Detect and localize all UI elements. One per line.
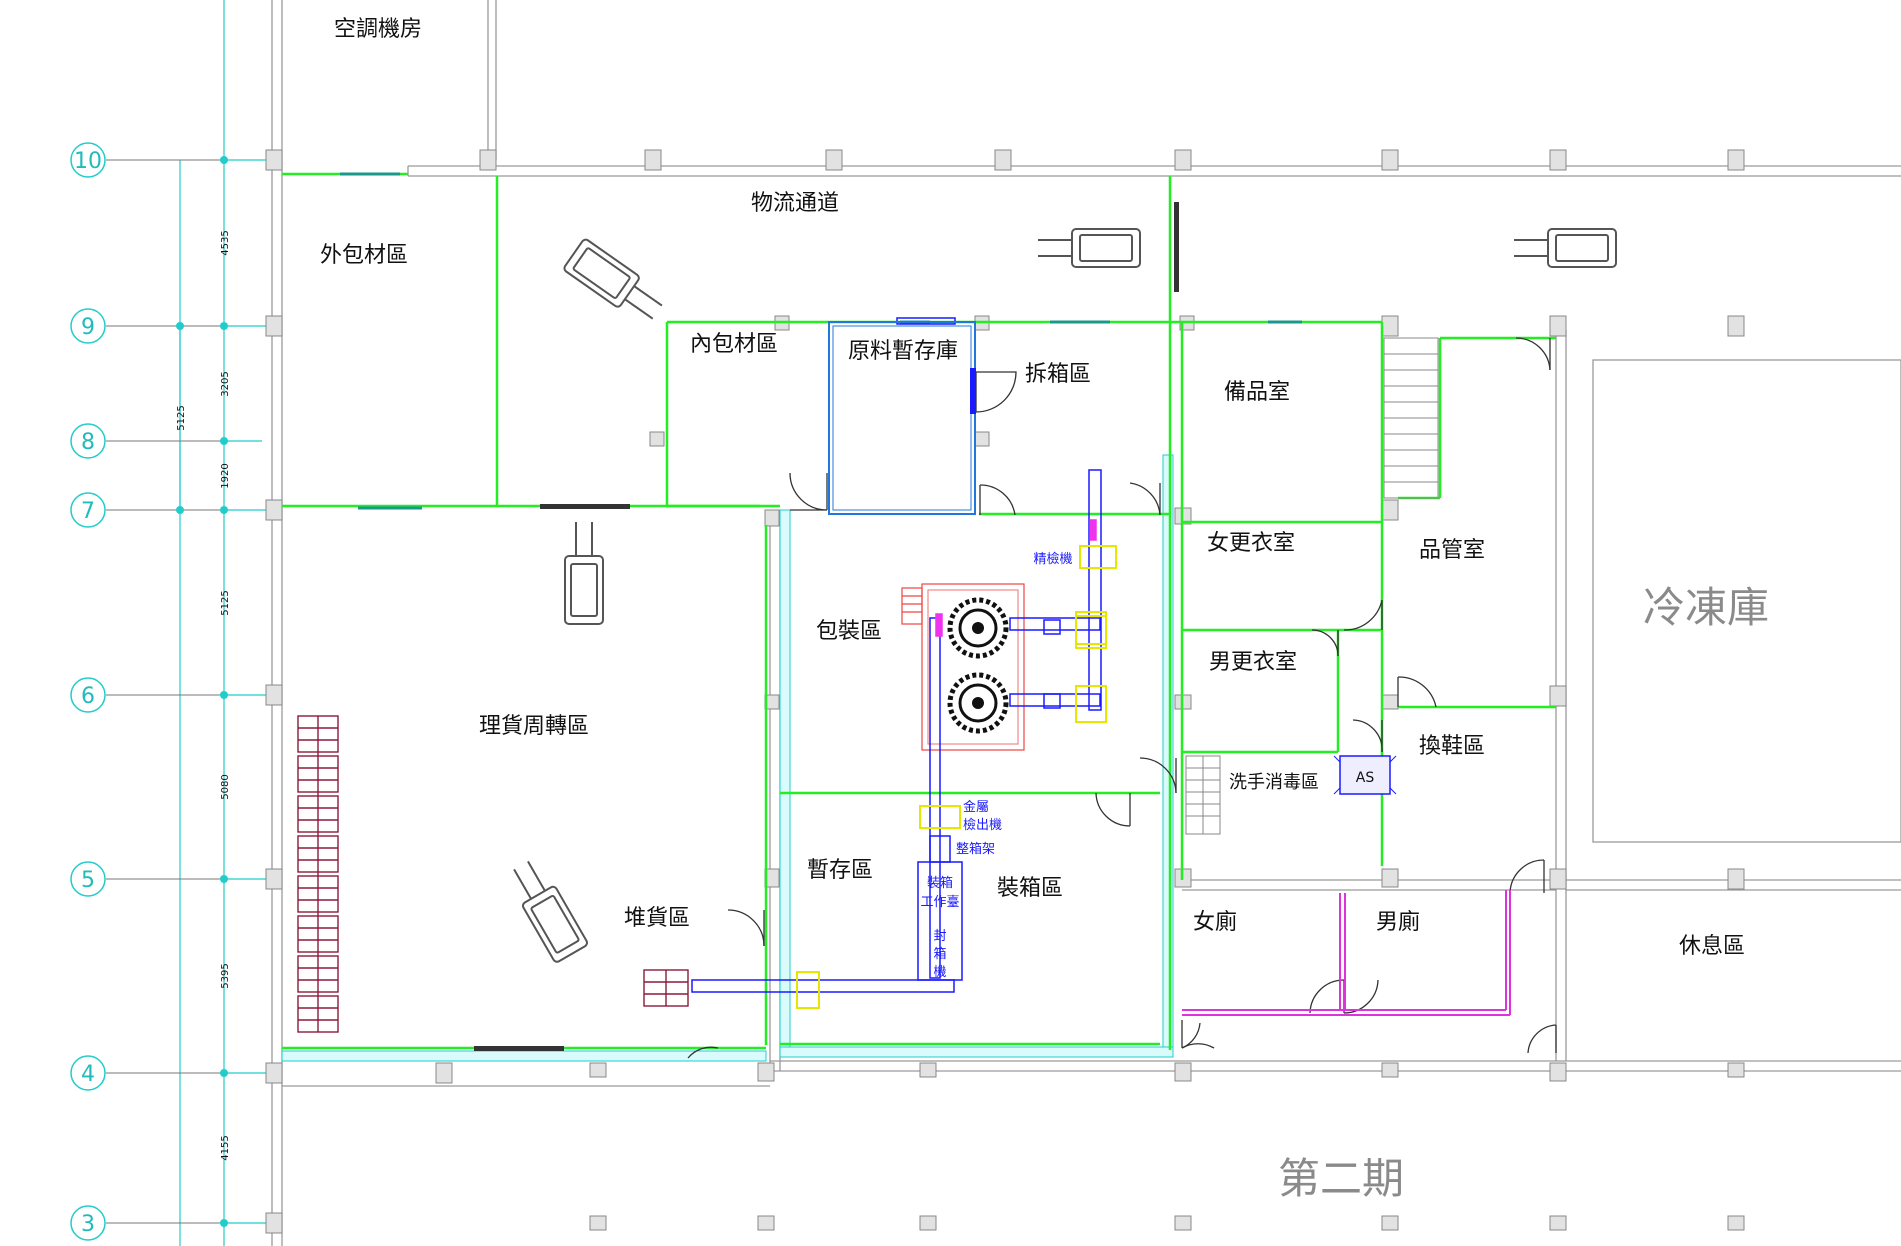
room-label-sorting: 理貨周轉區 bbox=[479, 714, 589, 739]
dimension-label: 3205 bbox=[220, 371, 231, 396]
grid-axis-label: 4 bbox=[81, 1062, 95, 1087]
window-markers bbox=[340, 172, 1302, 510]
packaging-table bbox=[901, 583, 1025, 751]
room-label-male-locker: 男更衣室 bbox=[1209, 650, 1297, 675]
room-label-freezer: 冷凍庫 bbox=[1643, 583, 1769, 632]
air-shower: AS bbox=[1333, 755, 1397, 795]
packaging-machine-2 bbox=[947, 672, 1009, 734]
conveyor-system bbox=[691, 469, 1102, 993]
equipment-label-sealer-1: 封 bbox=[933, 929, 946, 944]
grid-axis-label: 10 bbox=[74, 149, 102, 174]
room-label-male-toilet: 男廁 bbox=[1376, 910, 1420, 935]
toilet-walls bbox=[1182, 890, 1511, 1016]
dimension-label: 5080 bbox=[220, 774, 231, 799]
door-swings bbox=[687, 337, 1557, 1059]
grid-axis-9: 9 bbox=[70, 308, 106, 344]
equipment-label-sealer-2: 箱 bbox=[933, 946, 946, 962]
grid-axis-8: 8 bbox=[70, 423, 106, 459]
equipment-label-metal-2: 檢出機 bbox=[963, 817, 1002, 833]
room-label-spare-parts: 備品室 bbox=[1224, 380, 1290, 405]
grid-axis-label: 7 bbox=[81, 499, 95, 524]
packaging-machine-1 bbox=[947, 597, 1009, 659]
room-label-logistics: 物流通道 bbox=[751, 191, 839, 216]
air-shower-label: AS bbox=[1356, 770, 1375, 786]
grid-axis-label: 8 bbox=[81, 430, 95, 455]
inspection-machines bbox=[796, 545, 1117, 1009]
grid-axis-label: 6 bbox=[81, 684, 95, 709]
grid-axis-3: 3 bbox=[70, 1205, 106, 1241]
room-label-female-toilet: 女廁 bbox=[1193, 910, 1237, 935]
grid-axis-7: 7 bbox=[70, 492, 106, 528]
room-label-shoe-change: 換鞋區 bbox=[1419, 734, 1485, 759]
pallet-stack bbox=[297, 715, 689, 1033]
sanitary-walls bbox=[281, 454, 1174, 1062]
dimension-label: 5125 bbox=[220, 590, 231, 615]
forklift-icon bbox=[513, 228, 1617, 963]
grid-axis-10: 10 bbox=[70, 142, 106, 178]
grid-axis-label: 9 bbox=[81, 315, 95, 340]
room-label-raw-storage: 原料暫存庫 bbox=[848, 339, 958, 364]
room-label-outer-packaging: 外包材區 bbox=[320, 243, 408, 268]
equipment-label-metal-1: 金屬 bbox=[963, 799, 989, 815]
dimension-label: 1920 bbox=[220, 463, 231, 488]
equipment-label-sealer-3: 機 bbox=[933, 965, 946, 980]
room-label-qc: 品管室 bbox=[1419, 538, 1485, 563]
raw-material-storage-box bbox=[828, 321, 976, 515]
grid-axis-6: 6 bbox=[70, 677, 106, 713]
equipment-label-box-rack: 整箱架 bbox=[956, 841, 995, 857]
equipment-label-fine-inspection: 精檢機 bbox=[1033, 551, 1072, 567]
grid-axis-5: 5 bbox=[70, 861, 106, 897]
room-label-phase-two: 第二期 bbox=[1278, 1154, 1404, 1203]
room-label-stacking: 堆貨區 bbox=[624, 906, 690, 931]
staircase bbox=[1383, 337, 1439, 499]
room-label-aircon: 空調機房 bbox=[334, 17, 422, 42]
grid-axis-4: 4 bbox=[70, 1055, 106, 1091]
equipment-label-bench-2: 工作臺 bbox=[920, 895, 959, 910]
room-label-boxing: 裝箱區 bbox=[997, 876, 1063, 901]
room-label-unboxing: 拆箱區 bbox=[1025, 362, 1091, 387]
room-label-hand-wash: 洗手消毒區 bbox=[1229, 772, 1319, 793]
grid-axis-label: 3 bbox=[81, 1212, 95, 1237]
hand-wash-sink bbox=[1185, 755, 1221, 835]
room-label-rest-area: 休息區 bbox=[1679, 934, 1745, 959]
room-label-female-locker: 女更衣室 bbox=[1207, 531, 1295, 556]
room-label-packaging: 包裝區 bbox=[816, 619, 882, 644]
equipment-label-bench-1: 裝箱 bbox=[927, 875, 953, 891]
dimension-label: 4155 bbox=[220, 1135, 231, 1160]
grid-axis-label: 5 bbox=[81, 868, 95, 893]
columns bbox=[265, 149, 1745, 1234]
dimension-label: 4535 bbox=[220, 230, 231, 255]
grid-system bbox=[179, 0, 268, 1246]
structural-walls bbox=[271, 0, 1901, 1246]
dimension-label: 5395 bbox=[220, 963, 231, 988]
room-label-inner-packaging: 內包材區 bbox=[690, 332, 778, 357]
room-label-temp-storage: 暫存區 bbox=[807, 858, 873, 883]
dimension-label: 5125 bbox=[176, 405, 187, 430]
